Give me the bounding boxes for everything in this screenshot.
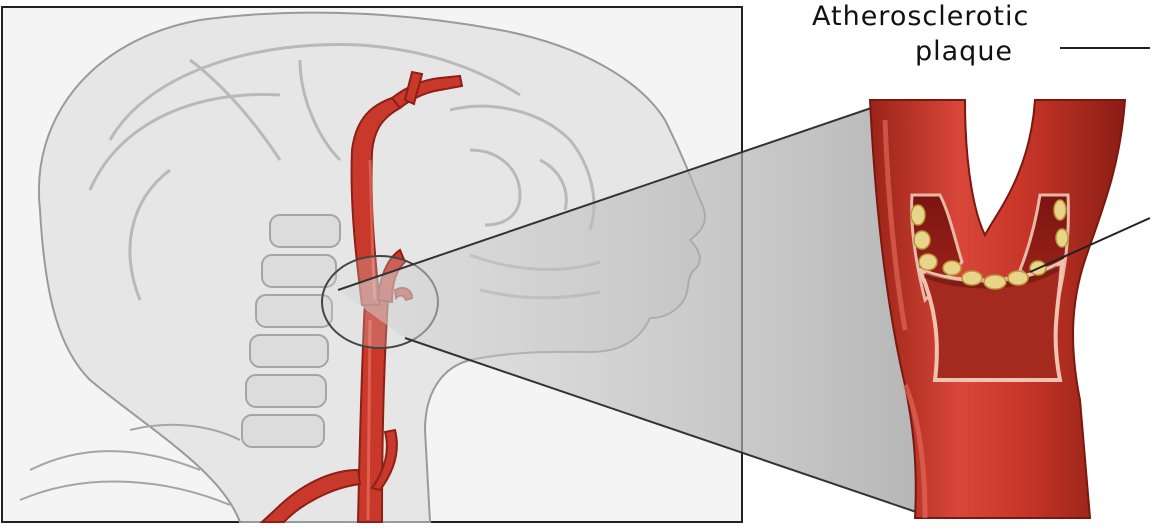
- annotation-line1: Atherosclerotic: [812, 3, 1029, 30]
- annotation-line2: plaque: [915, 38, 1013, 65]
